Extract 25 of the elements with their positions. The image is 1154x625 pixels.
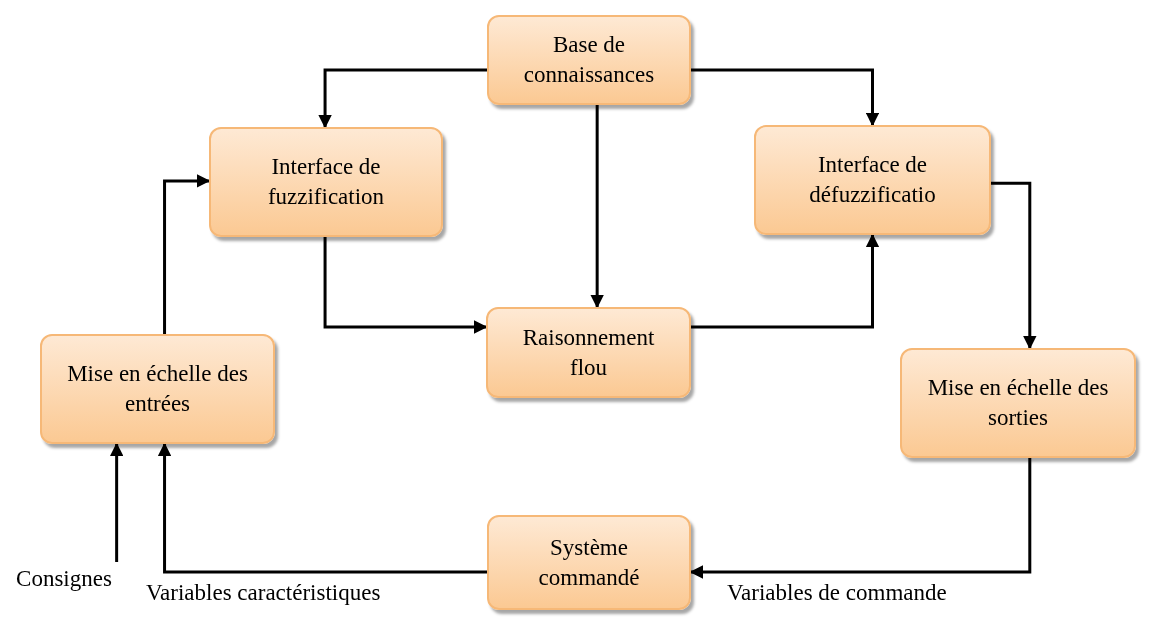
box-label: Interface de fuzzification xyxy=(266,153,386,211)
process-box xyxy=(900,348,1136,458)
box-label: Interface de défuzzificatio xyxy=(808,151,937,209)
arrow xyxy=(109,442,124,562)
box-label: Mise en échelle des sorties xyxy=(926,374,1110,432)
arrow xyxy=(318,68,487,129)
arrow xyxy=(991,181,1037,350)
arrow xyxy=(689,458,1032,579)
arrow xyxy=(163,174,211,334)
box-label: Raisonnement flou xyxy=(521,323,656,382)
box-label: Mise en échelle des entrées xyxy=(66,360,249,418)
arrow xyxy=(323,237,488,334)
process-box xyxy=(487,515,691,610)
arrow xyxy=(157,442,487,574)
arrow xyxy=(691,68,880,127)
arrow xyxy=(590,105,604,309)
process-box xyxy=(754,125,991,235)
process-box xyxy=(40,334,275,444)
process-box xyxy=(487,15,691,105)
process-box xyxy=(209,127,443,237)
box-label: Système commandé xyxy=(537,533,641,592)
input-label: Consignes xyxy=(15,565,113,594)
process-box xyxy=(486,307,691,398)
box-label: Base de connaissances xyxy=(522,31,656,89)
arrow xyxy=(691,233,880,329)
